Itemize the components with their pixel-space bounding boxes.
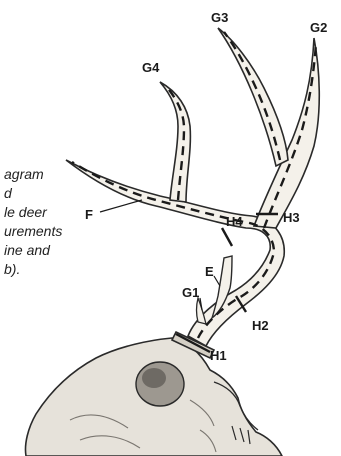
label-e: E — [205, 264, 214, 279]
label-h3: H3 — [283, 210, 300, 225]
label-h4: H4 — [226, 214, 243, 229]
label-g3: G3 — [211, 10, 228, 25]
tine-g3 — [218, 28, 288, 166]
label-f: F — [85, 207, 93, 222]
tine-g4 — [160, 82, 190, 202]
label-g2: G2 — [310, 20, 327, 35]
e-leader — [214, 276, 220, 286]
tine-g2-branch — [254, 38, 319, 228]
eye-socket-shadow — [142, 368, 166, 388]
deer-skull — [25, 332, 282, 456]
label-g1: G1 — [182, 285, 199, 300]
h4-marker — [222, 228, 232, 246]
label-g4: G4 — [142, 60, 160, 75]
f-leader — [100, 200, 142, 212]
label-h2: H2 — [252, 318, 269, 333]
label-h1: H1 — [210, 348, 227, 363]
